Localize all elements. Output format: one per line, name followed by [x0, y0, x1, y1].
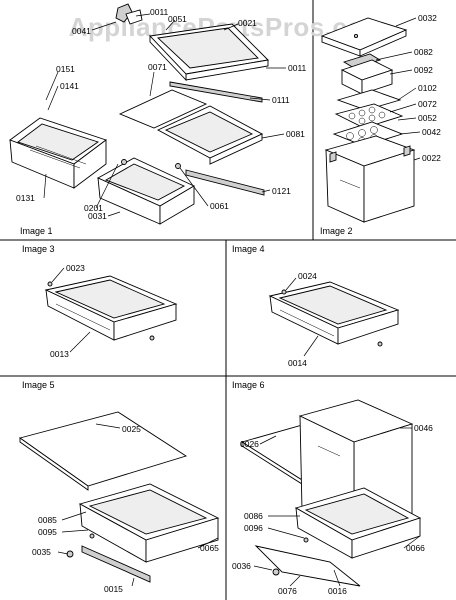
image2-label: 0072: [418, 99, 437, 109]
image4-panel: Image 4 0024 0014: [232, 244, 400, 368]
image1-label: 0011: [288, 63, 307, 73]
image5-rail: [81, 545, 151, 583]
image1-label: 0051: [168, 14, 187, 24]
image5-frame: [78, 483, 220, 563]
image2-tray: [342, 53, 382, 69]
image2-label: 0022: [422, 153, 441, 163]
image1-glass-panel: [118, 89, 208, 129]
image4-shelf: [268, 281, 400, 347]
image2-caption: Image 2: [320, 226, 353, 236]
image6-label: 0096: [244, 523, 263, 533]
image1-label: 0081: [286, 129, 305, 139]
image5-label: 0065: [200, 543, 219, 553]
image3-caption: Image 3: [22, 244, 55, 254]
image1-top-shelf: [149, 23, 269, 82]
image2-label: 0042: [422, 127, 441, 137]
image6-label: 0026: [240, 439, 259, 449]
image5-panel: Image 5 0025 0085 0095 0035 0065: [18, 380, 220, 594]
image1-leaders: [43, 13, 286, 217]
image6-label: 0046: [414, 423, 433, 433]
image3-label: 0023: [66, 263, 85, 273]
image6-frame: [294, 487, 422, 559]
image1-label: 0201: [84, 203, 103, 213]
image1-label: 0111: [272, 95, 290, 105]
image6-bolt: [272, 568, 280, 576]
image2-label: 0032: [418, 13, 437, 23]
image1-label: 0031: [88, 211, 107, 221]
image1-pan-drawer: [96, 157, 195, 225]
image5-glass-top: [18, 411, 188, 491]
image2-egg-tray: [334, 103, 404, 129]
image1-clip: [175, 163, 181, 169]
image2-label: 0102: [418, 83, 437, 93]
image1-label: 0041: [72, 26, 91, 36]
image2-housing: [324, 135, 416, 223]
image1-label: 0141: [60, 81, 79, 91]
image1-label: 0121: [272, 186, 291, 196]
image6-screw: [303, 537, 309, 543]
image1-rail: [169, 81, 263, 103]
image2-lid: [320, 17, 408, 57]
image1-label: 0151: [56, 64, 75, 74]
image3-shelf: [44, 275, 178, 341]
image6-leaders: [253, 427, 421, 587]
image2-frame: [336, 89, 402, 111]
image1-screw: [121, 159, 127, 165]
image2-label: 0082: [414, 47, 433, 57]
image3-label: 0013: [50, 349, 69, 359]
image6-label: 0076: [278, 586, 297, 596]
image2-panel: 0032 0082 0092 0102 0072 0052 0042 0022 …: [320, 13, 441, 236]
image1-slide-rail: [185, 169, 265, 196]
image4-label: 0014: [288, 358, 307, 368]
image1-label: 0061: [210, 201, 229, 211]
image6-label: 0066: [406, 543, 425, 553]
image5-label: 0015: [104, 584, 123, 594]
image1-crisper-drawer: [9, 117, 107, 189]
image1-panel: 0011 0051 0021 0041 0151 0141 0071 0011 …: [9, 3, 307, 236]
image5-label: 0085: [38, 515, 57, 525]
image2-label: 0092: [414, 65, 433, 75]
image6-label: 0016: [328, 586, 347, 596]
image2-label: 0052: [418, 113, 437, 123]
image4-caption: Image 4: [232, 244, 265, 254]
image5-label: 0035: [32, 547, 51, 557]
image1-shelf-frame: [156, 105, 264, 165]
image5-caption: Image 5: [22, 380, 55, 390]
image2-leaders: [375, 17, 421, 161]
image6-label: 0086: [244, 511, 263, 521]
image5-label: 0095: [38, 527, 57, 537]
image1-label: 0011: [150, 7, 169, 17]
image1-caption: Image 1: [20, 226, 53, 236]
image1-label: 0131: [16, 193, 35, 203]
image5-leaders: [57, 423, 219, 587]
image6-panel: Image 6: [232, 380, 433, 596]
image1-bracket: [115, 3, 143, 25]
image6-caption: Image 6: [232, 380, 265, 390]
image2-small-bin: [340, 59, 394, 95]
image1-label: 0071: [148, 62, 167, 72]
image5-label: 0025: [122, 424, 141, 434]
image4-label: 0024: [298, 271, 317, 281]
image5-screw: [89, 533, 95, 539]
image6-label: 0036: [232, 561, 251, 571]
image6-front-panel: [254, 545, 361, 587]
image1-label: 0021: [238, 18, 257, 28]
image3-panel: Image 3 0023 0013: [22, 244, 178, 359]
